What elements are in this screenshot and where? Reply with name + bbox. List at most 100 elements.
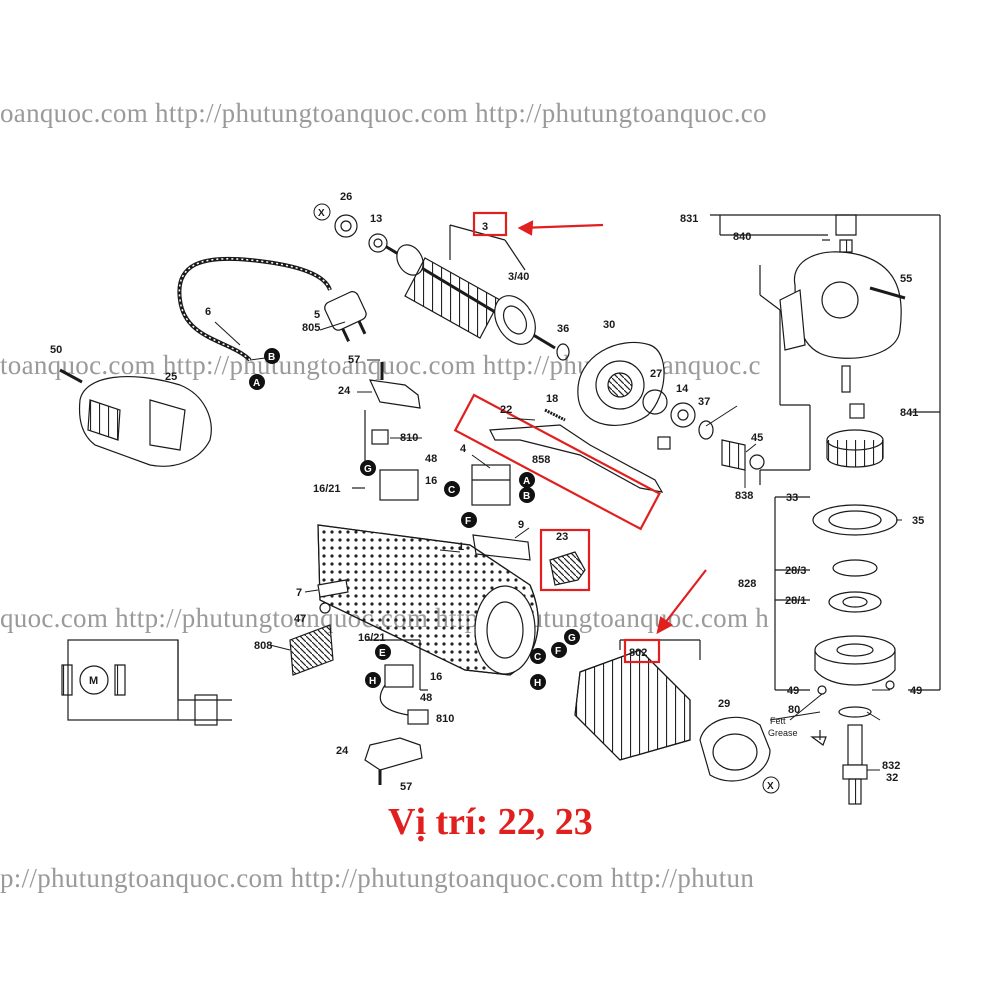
label-13: 13 [370, 213, 382, 225]
label-25: 25 [165, 371, 177, 383]
label-28-3: 28/3 [785, 565, 806, 577]
screw-50 [59, 368, 83, 384]
label-841: 841 [900, 407, 918, 419]
x-markers: X X [313, 203, 780, 794]
label-33: 33 [786, 492, 798, 504]
bearing-28-1 [828, 591, 882, 613]
label-16-upper: 16 [425, 475, 437, 487]
screw-49-left [817, 685, 827, 695]
label-16-21-upper: 16/21 [313, 483, 341, 495]
motor-housing [317, 524, 539, 676]
label-45: 45 [751, 432, 763, 444]
circlip-37 [698, 420, 714, 440]
label-832: 832 [882, 760, 900, 772]
plug [324, 291, 367, 343]
label-55: 55 [900, 273, 912, 285]
power-cord [177, 256, 332, 362]
nameplate-9 [472, 534, 531, 561]
label-80: 80 [788, 704, 800, 716]
part-labels: 26 13 3 3/40 5 805 6 50 25 57 24 810 48 … [50, 191, 924, 793]
position-caption: Vị trí: 22, 23 [388, 801, 593, 843]
connection-markers: B A G C A B F E H G F C H [249, 348, 580, 690]
label-3: 3 [482, 221, 488, 233]
circlip-28-3 [832, 559, 878, 577]
flange-30 [577, 341, 665, 426]
marker-h-lower: H [369, 676, 376, 687]
felt-ring-80 [838, 706, 872, 718]
watermark-line-1: oanquoc.com http://phutungtoanquoc.com h… [0, 98, 767, 128]
washer-36 [556, 343, 570, 361]
highlight-box-22 [453, 393, 661, 531]
marker-g-upper: G [364, 464, 372, 475]
label-37: 37 [698, 396, 710, 408]
marker-g-field: G [568, 633, 576, 644]
marker-b-cable: B [268, 352, 275, 363]
label-7: 7 [296, 587, 302, 599]
label-828: 828 [738, 578, 756, 590]
screw-49-right [885, 680, 895, 690]
switch-cover-24-lower [364, 737, 423, 771]
label-50: 50 [50, 344, 62, 356]
marker-f-field: F [555, 646, 561, 657]
air-guide-29 [699, 716, 771, 782]
marker-h-field: H [534, 678, 541, 689]
highlight-box-802 [623, 638, 661, 664]
bevel-gear [826, 429, 884, 468]
label-57-lower: 57 [400, 781, 412, 793]
assembly-brackets [352, 214, 941, 740]
motor-symbol-label: M [89, 675, 98, 687]
bearing-flange-35 [812, 504, 898, 536]
label-22: 22 [500, 404, 512, 416]
label-16-lower: 16 [430, 671, 442, 683]
highlight-group [453, 211, 707, 664]
gear-housing [779, 251, 902, 359]
label-5: 5 [314, 309, 320, 321]
wiring-schematic [61, 639, 232, 726]
screw-47 [319, 602, 331, 614]
highlight-box-3 [472, 211, 508, 237]
label-808 [289, 624, 334, 676]
bearing-plate-828 [814, 635, 896, 686]
label-35: 35 [912, 515, 924, 527]
label-802: 802 [629, 647, 647, 659]
label-grease: Grease [768, 728, 798, 738]
label-810-upper: 810 [400, 432, 418, 444]
label-49-left: 49 [787, 685, 799, 697]
switch-lever-23 [549, 551, 586, 586]
marker-c-switch: C [448, 485, 455, 496]
label-24-upper: 24 [338, 385, 351, 397]
label-9: 9 [518, 519, 524, 531]
label-3-40: 3/40 [508, 271, 529, 283]
label-24-lower: 24 [336, 745, 349, 757]
bearing-14 [670, 402, 696, 428]
label-49-right: 49 [910, 685, 922, 697]
lock-pin [657, 436, 671, 450]
spindle-lock-button [835, 214, 857, 236]
label-32: 32 [886, 772, 898, 784]
spring-840 [839, 239, 853, 253]
label-18: 18 [546, 393, 558, 405]
label-57-upper: 57 [348, 354, 360, 366]
label-805: 805 [302, 322, 320, 334]
marker-e-lower: E [379, 648, 386, 659]
label-27: 27 [650, 368, 662, 380]
cable-holder-7 [317, 579, 349, 598]
label-23: 23 [556, 531, 568, 543]
highlight-box-23 [539, 528, 591, 592]
label-28-1: 28/1 [785, 595, 806, 607]
bearing-13 [368, 233, 388, 253]
spindle-832 [842, 724, 868, 805]
label-47: 47 [294, 613, 306, 625]
grease-label: Fett Grease [768, 716, 798, 738]
label-1: 1 [458, 541, 464, 553]
x-marker-top: X [318, 208, 325, 219]
pin-841 [841, 365, 851, 393]
label-48-upper: 48 [425, 453, 437, 465]
label-29: 29 [718, 698, 730, 710]
label-26: 26 [340, 191, 352, 203]
brush-810-lower [407, 709, 429, 725]
switch-16-lower [384, 664, 414, 688]
label-831: 831 [680, 213, 698, 225]
